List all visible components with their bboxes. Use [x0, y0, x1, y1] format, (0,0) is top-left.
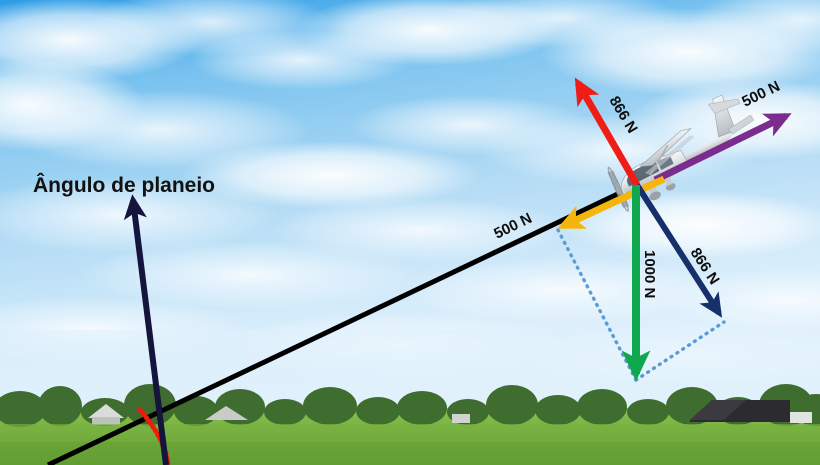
vector-thrust-component: [653, 112, 792, 184]
aircraft-cessna: [607, 94, 755, 212]
force-vectors: [557, 77, 792, 382]
ground-landscape: [0, 384, 820, 465]
cloud-layer: [0, 0, 820, 422]
vector-drag: [557, 175, 666, 230]
vector-lift: [574, 77, 641, 187]
label-weight: 1000 N: [641, 250, 658, 298]
vector-weight-normal-component: [634, 183, 723, 318]
glide-angle-reference-arrow: [123, 194, 169, 465]
farm-buildings: [88, 400, 812, 425]
sky-background: [0, 0, 820, 422]
page-title: Ângulo de planeio: [33, 173, 215, 197]
